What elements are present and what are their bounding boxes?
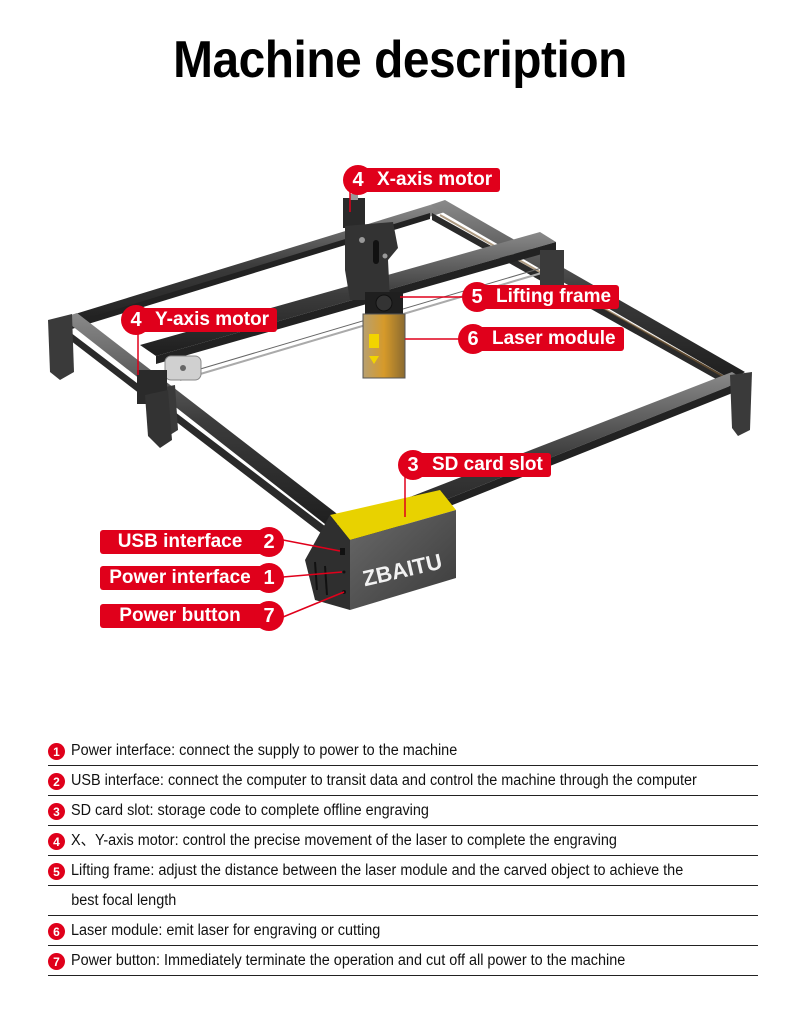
number-badge: 4 [48,833,65,850]
number-badge: 3 [48,803,65,820]
number-badge: 7 [48,953,65,970]
callout-number-badge: 5 [462,282,492,312]
description-list: 1 Power interface: connect the supply to… [48,736,758,976]
number-badge: 1 [48,743,65,760]
callout-x-axis-motor: 4 X-axis motor [343,165,501,195]
number-badge: 5 [48,863,65,880]
y-axis-motor-body [137,370,172,448]
callout-label: USB interface [100,530,268,554]
description-item: 5 Lifting frame: adjust the distance bet… [48,856,758,886]
leader-lines [137,190,462,618]
callout-number-badge: 4 [121,305,151,335]
callout-number-badge: 4 [343,165,373,195]
callout-number-badge: 7 [254,601,284,631]
callout-number-badge: 6 [458,324,488,354]
callout-power-button: Power button 7 [100,601,284,631]
callout-label: Laser module [474,327,624,351]
description-item-continued: best focal length [48,886,758,916]
callout-laser-module: 6 Laser module [458,324,624,354]
callout-label: X-axis motor [359,168,501,192]
callout-label: Y-axis motor [137,308,278,332]
laser-module-body [362,292,406,379]
callout-sd-card-slot: 3 SD card slot [398,450,551,480]
callout-label: Power interface [100,566,268,590]
laser-engraver-illustration: ZBAITU [48,190,752,618]
callout-power-interface: Power interface 1 [100,563,284,593]
callout-label: Power button [100,604,268,628]
description-text: Power interface: connect the supply to p… [71,742,458,759]
callout-usb-interface: USB interface 2 [100,527,284,557]
description-text: Laser module: emit laser for engraving o… [71,922,381,939]
description-item: 3 SD card slot: storage code to complete… [48,796,758,826]
callout-label: SD card slot [414,453,551,477]
callout-number-badge: 1 [254,563,284,593]
page-title: Machine description [173,31,627,89]
control-box: ZBAITU [305,490,456,610]
callout-y-axis-motor: 4 Y-axis motor [121,305,278,335]
x-axis-motor-body [343,194,398,300]
description-text: Power button: Immediately terminate the … [71,952,626,969]
number-badge: 2 [48,773,65,790]
description-text: Lifting frame: adjust the distance betwe… [71,862,684,879]
callout-number-badge: 3 [398,450,428,480]
description-item: 4 X、Y-axis motor: control the precise mo… [48,826,758,856]
number-badge: 6 [48,923,65,940]
callout-number-badge: 2 [254,527,284,557]
description-item: 6 Laser module: emit laser for engraving… [48,916,758,946]
description-text: X、Y-axis motor: control the precise move… [71,832,617,849]
left-rail [62,313,345,540]
gantry-right-plate [540,250,564,290]
description-item: 2 USB interface: connect the computer to… [48,766,758,796]
callout-lifting-frame: 5 Lifting frame [462,282,620,312]
callout-label: Lifting frame [478,285,620,309]
description-item: 1 Power interface: connect the supply to… [48,736,758,766]
description-item: 7 Power button: Immediately terminate th… [48,946,758,976]
description-text: USB interface: connect the computer to t… [71,772,697,789]
description-text: best focal length [71,892,177,909]
description-text: SD card slot: storage code to complete o… [71,802,429,819]
coupling [164,355,202,381]
